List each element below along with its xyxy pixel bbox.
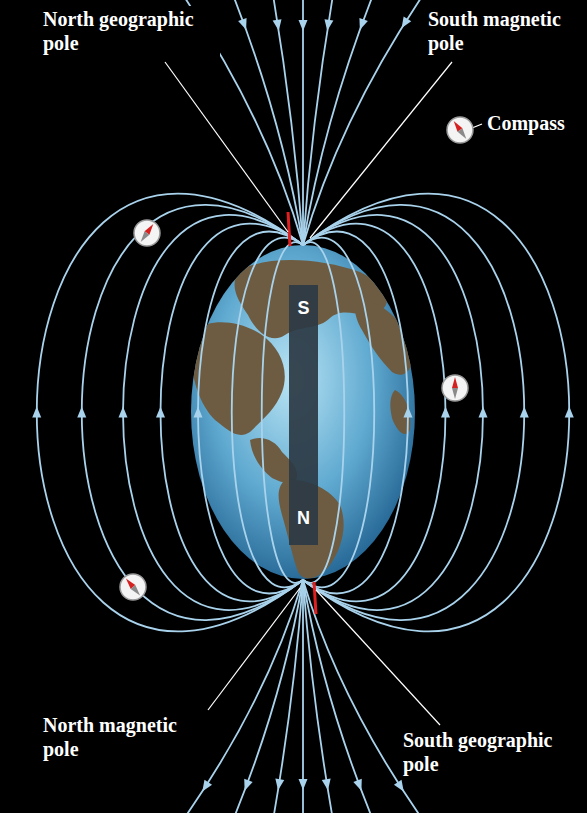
- pole-label: South magnetic pole: [425, 6, 585, 56]
- field-line: [303, 215, 483, 610]
- pole-label: North geographic pole: [40, 6, 220, 56]
- pole-label: North magnetic pole: [40, 712, 220, 762]
- field-arrow: [238, 18, 250, 31]
- magnet-pole-letter: N: [289, 508, 318, 529]
- field-arrow: [119, 407, 128, 418]
- continents: [192, 260, 412, 578]
- field-line: [303, 194, 569, 632]
- geographic-axis-top: [288, 212, 290, 246]
- earth-globe: [191, 245, 415, 579]
- field-arrow: [323, 19, 334, 31]
- field-line: [303, 580, 373, 813]
- field-line: [302, 580, 304, 813]
- field-line: [233, 580, 303, 813]
- field-arrow: [299, 20, 308, 31]
- pole-label: North geographic pole: [40, 6, 220, 56]
- bar-magnet: [289, 285, 318, 545]
- compass-label: Compass: [484, 110, 584, 136]
- field-line: [273, 0, 303, 245]
- pole-label: South geographic pole: [400, 727, 582, 777]
- compass-label: Compass: [484, 110, 568, 136]
- field-line: [303, 0, 333, 245]
- field-line: [198, 231, 303, 593]
- field-arrow: [77, 406, 86, 417]
- field-arrow: [299, 779, 308, 790]
- field-arrow: [520, 407, 529, 418]
- field-arrow: [353, 779, 365, 792]
- pole-label: South magnetic pole: [425, 6, 585, 56]
- field-line: [273, 580, 303, 813]
- field-arrow: [398, 16, 411, 30]
- pole-label: South geographic pole: [400, 727, 582, 777]
- field-arrow: [199, 780, 213, 794]
- field-arrow: [274, 779, 285, 791]
- field-line: [303, 231, 408, 593]
- field-arrow: [194, 407, 203, 418]
- field-lines: [32, 0, 574, 813]
- field-line: [303, 0, 373, 245]
- field-line: [303, 205, 524, 620]
- magnet-pole-letter: S: [289, 298, 318, 319]
- field-line: [183, 580, 303, 813]
- geographic-axis-bottom: [314, 582, 316, 614]
- field-line: [303, 580, 423, 813]
- compasses: [120, 117, 473, 600]
- field-arrow: [479, 406, 488, 417]
- field-arrow: [356, 18, 368, 31]
- field-arrow: [322, 779, 333, 791]
- field-arrow: [565, 406, 574, 417]
- field-arrow: [32, 406, 41, 417]
- compass-symbol: [447, 117, 473, 143]
- field-line: [303, 224, 446, 602]
- field-arrow: [404, 407, 413, 418]
- field-arrow: [273, 19, 284, 31]
- compass-symbol: [120, 574, 146, 600]
- pole-label: North magnetic pole: [40, 712, 220, 762]
- field-line: [37, 194, 303, 632]
- field-line: [161, 224, 304, 602]
- field-arrow: [240, 779, 252, 792]
- leader-lines: [165, 62, 482, 725]
- field-line: [82, 205, 303, 620]
- compass-symbol: [442, 375, 468, 401]
- field-line: [302, 0, 304, 245]
- field-line: [123, 215, 303, 610]
- field-arrow: [394, 780, 408, 794]
- field-line: [233, 0, 303, 245]
- field-line: [303, 580, 333, 813]
- field-arrow: [441, 407, 450, 418]
- field-arrow: [156, 407, 165, 418]
- field-line: [303, 0, 423, 245]
- compass-symbol: [134, 220, 160, 246]
